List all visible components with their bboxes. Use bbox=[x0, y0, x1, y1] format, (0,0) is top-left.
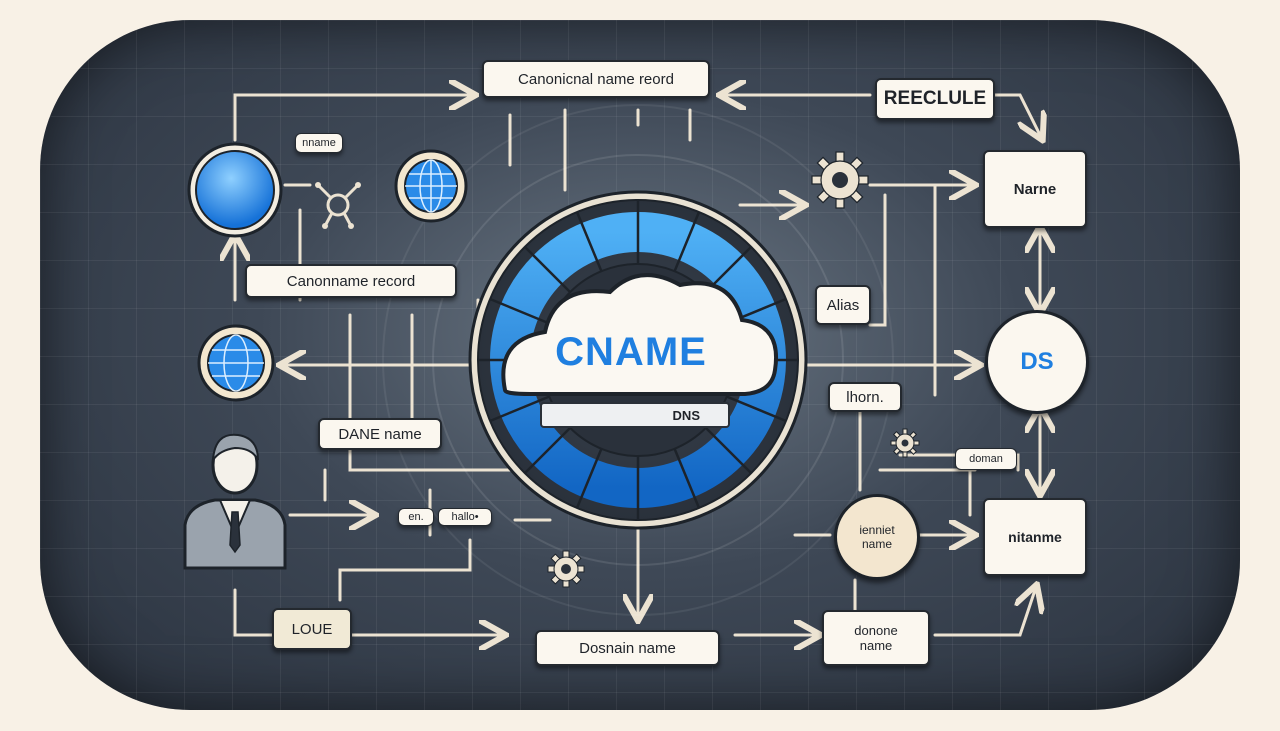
domain-name-bottom-label: Dosnain name bbox=[535, 630, 720, 666]
donone-name-box: donone name bbox=[822, 610, 930, 666]
cname-title-holder: CNAME bbox=[496, 296, 766, 396]
dane-name-label: DANE name bbox=[318, 418, 442, 450]
cloud-icon bbox=[501, 273, 778, 396]
domain-tag: doman bbox=[955, 448, 1017, 470]
loue-label: LOUE bbox=[272, 608, 352, 650]
name-box: Narne bbox=[983, 150, 1087, 228]
globe-icon bbox=[394, 149, 468, 223]
reeclule-label: REECLULE bbox=[875, 78, 995, 120]
gear-icon bbox=[890, 428, 920, 458]
hallo-tag: hallo• bbox=[438, 508, 492, 526]
gear-icon bbox=[811, 151, 869, 209]
user-icon bbox=[183, 433, 287, 570]
lhorn-tag: lhorn. bbox=[828, 382, 902, 412]
cname-title: CNAME bbox=[555, 330, 707, 374]
dns-bar: DNS bbox=[540, 402, 730, 428]
ds-circle: DS bbox=[985, 310, 1089, 414]
en-tag: en. bbox=[398, 508, 434, 526]
canonname-record-label: Canonname record bbox=[245, 264, 457, 298]
rname-tag: nname bbox=[295, 133, 343, 153]
nitanme-box: nitanme bbox=[983, 498, 1087, 576]
canonical-name-record-label: Canonicnal name reord bbox=[482, 60, 710, 98]
globe-icon bbox=[197, 324, 275, 402]
gear-icon bbox=[547, 550, 585, 588]
globe-icon bbox=[187, 142, 283, 238]
alias-tag: Alias bbox=[815, 285, 871, 325]
network-node-icon bbox=[315, 182, 361, 229]
identifier-name-circle: ienniet name bbox=[834, 494, 920, 580]
